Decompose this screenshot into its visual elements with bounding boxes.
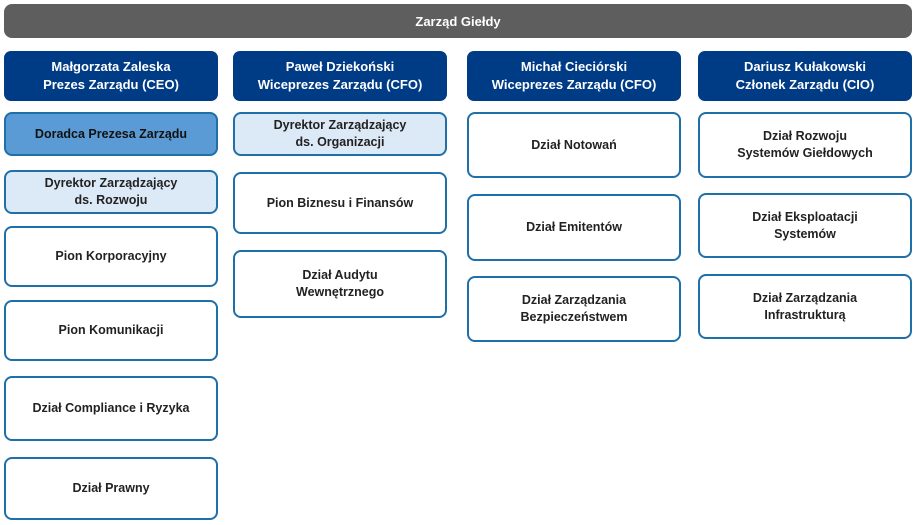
unit-label: Pion Komunikacji (58, 323, 164, 337)
unit-box: Dział Prawny (4, 457, 218, 520)
unit-label: Dział Emitentów (526, 220, 622, 234)
executive-role: Członek Zarządu (CIO) (735, 77, 875, 92)
unit-label: ds. Rozwoju (74, 193, 148, 207)
unit-label: ds. Organizacji (295, 135, 385, 149)
unit-box: Doradca Prezesa Zarządu (4, 112, 218, 156)
unit-box: Dział Eksploatacji Systemów (698, 193, 912, 258)
executive-header: Małgorzata Zaleska Prezes Zarządu (CEO) (4, 51, 218, 101)
unit-label: Wewnętrznego (296, 285, 384, 299)
board-title-bar: Zarząd Giełdy (4, 4, 912, 38)
unit-box: Dział Zarządzania Bezpieczeństwem (467, 276, 681, 342)
executive-header: Dariusz Kułakowski Członek Zarządu (CIO) (698, 51, 912, 101)
unit-label: Pion Biznesu i Finansów (266, 195, 414, 210)
executive-role: Prezes Zarządu (CEO) (43, 77, 179, 92)
executive-header: Paweł Dziekoński Wiceprezes Zarządu (CFO… (233, 51, 447, 101)
unit-box: Dyrektor Zarządzający ds. Organizacji (233, 112, 447, 156)
unit-label: Dyrektor Zarządzający (273, 118, 407, 132)
unit-label: Systemów Giełdowych (737, 146, 873, 160)
executive-role: Wiceprezes Zarządu (CFO) (257, 77, 423, 92)
unit-box: Pion Korporacyjny (4, 226, 218, 287)
unit-label: Dział Zarządzania (752, 290, 858, 305)
unit-box: Dział Audytu Wewnętrznego (233, 250, 447, 318)
executive-name: Paweł Dziekoński (285, 59, 395, 74)
unit-label: Dyrektor Zarządzający (44, 176, 178, 190)
unit-label: Systemów (774, 226, 836, 241)
unit-label: Dział Compliance i Ryzyka (32, 401, 190, 415)
executive-role: Wiceprezes Zarządu (CFO) (491, 77, 657, 92)
unit-box: Dział Rozwoju Systemów Giełdowych (698, 112, 912, 178)
executive-header: Michał Cieciórski Wiceprezes Zarządu (CF… (467, 51, 681, 101)
unit-box: Pion Biznesu i Finansów (233, 172, 447, 234)
executive-name: Dariusz Kułakowski (743, 59, 867, 74)
unit-box: Dział Compliance i Ryzyka (4, 376, 218, 441)
unit-box: Pion Komunikacji (4, 300, 218, 361)
unit-label: Infrastrukturą (764, 307, 846, 322)
unit-box: Dział Emitentów (467, 194, 681, 261)
unit-label: Doradca Prezesa Zarządu (34, 126, 188, 141)
board-title: Zarząd Giełdy (415, 13, 501, 29)
unit-label: Dział Notowań (531, 137, 617, 152)
unit-label: Dział Eksploatacji (752, 209, 858, 224)
unit-label: Dział Rozwoju (762, 129, 848, 143)
unit-label: Dział Zarządzania (521, 293, 627, 307)
executive-name: Michał Cieciórski (520, 59, 628, 74)
executive-name: Małgorzata Zaleska (51, 59, 171, 74)
unit-box: Dyrektor Zarządzający ds. Rozwoju (4, 170, 218, 214)
unit-box: Dział Zarządzania Infrastrukturą (698, 274, 912, 339)
unit-box: Dział Notowań (467, 112, 681, 178)
unit-label: Dział Prawny (72, 481, 150, 495)
unit-label: Pion Korporacyjny (55, 249, 167, 263)
unit-label: Bezpieczeństwem (520, 310, 628, 324)
unit-label: Dział Audytu (302, 268, 378, 282)
